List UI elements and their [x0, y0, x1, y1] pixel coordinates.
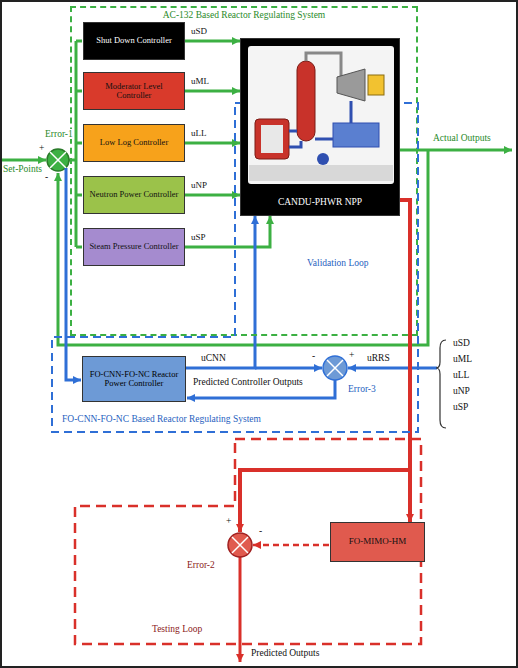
text-holder: -	[311, 351, 316, 361]
model-box: FO-MIMO-HM	[330, 522, 425, 562]
signal-name: uSD	[190, 27, 208, 37]
testing-region: Testing Loop FO-MIMO-HM	[72, 436, 424, 648]
signal-name: uLL	[190, 129, 208, 139]
signal-label: Error-3	[347, 384, 377, 394]
text-holder: uRRS	[366, 353, 391, 363]
signal-name: uML	[190, 77, 210, 87]
text-holder: Error-1	[44, 129, 74, 139]
signal-label: Error-1	[44, 129, 74, 139]
text-holder: Actual Outputs	[432, 133, 492, 143]
box-label: FO-MIMO-HM	[349, 537, 407, 547]
text-holder: uSD	[452, 338, 471, 348]
text-holder: Set-Points	[2, 164, 43, 174]
text-holder: +	[225, 516, 232, 526]
summing-junction	[323, 356, 347, 380]
signal-label: uLL	[452, 370, 470, 380]
summing-junction	[47, 149, 69, 171]
signal-label: Predicted Outputs	[250, 648, 320, 658]
box-label: Low Log Controller	[100, 138, 168, 147]
signal-arrow	[186, 216, 255, 368]
text-holder: uSP	[452, 402, 469, 412]
signal-label: +	[225, 516, 232, 526]
signal-label: uNP	[452, 386, 471, 396]
signal-label: -	[258, 526, 263, 536]
signal-label: +	[348, 350, 355, 360]
controller-box: Shut Down Controller	[83, 22, 185, 60]
plant-label: CANDU-PHWR NPP	[278, 197, 362, 207]
signal-label: uSD	[452, 338, 471, 348]
text-holder: uSP	[190, 233, 207, 243]
box-label: Neutron Power Controller	[90, 190, 179, 199]
text-holder: +	[348, 350, 355, 360]
signal-label: uRRS	[366, 353, 391, 363]
controller-box: Neutron Power Controller	[83, 176, 185, 214]
box-label: Shut Down Controller	[96, 36, 172, 45]
signal-name: uNP	[190, 181, 208, 191]
box-label: Moderator Level Controller	[87, 82, 181, 101]
text-holder: uML	[190, 77, 210, 87]
system-region: AC-132 Based Reactor Regulating SystemSh…	[70, 6, 418, 336]
red-wires	[240, 470, 410, 662]
text-holder: Predicted Controller Outputs	[192, 377, 304, 387]
signal-label: -	[311, 351, 316, 361]
signal-arrow	[400, 200, 410, 522]
signal-label: Actual Outputs	[432, 133, 492, 143]
controller-box: Low Log Controller	[83, 124, 185, 162]
summing-junction	[228, 533, 252, 557]
text-holder: uLL	[452, 370, 470, 380]
plant-box: CANDU-PHWR NPP	[240, 38, 400, 216]
region-label: AC-132 Based Reactor Regulating System	[161, 10, 328, 20]
bracket	[436, 340, 446, 428]
region-label: Validation Loop	[305, 258, 370, 268]
signal-label: Error-2	[186, 560, 216, 570]
signal-label: +	[38, 143, 45, 153]
controller-box: Moderator Level Controller	[83, 72, 185, 110]
signal-name: uSP	[190, 233, 207, 243]
region-label: Testing Loop	[150, 624, 204, 634]
text-holder: Testing Loop	[150, 624, 204, 634]
signal-label: -	[44, 172, 49, 182]
signal-label: Predicted Controller Outputs	[192, 377, 304, 387]
text-holder: -	[44, 172, 49, 182]
signal-label: Set-Points	[2, 164, 43, 174]
text-holder: -	[258, 526, 263, 536]
text-holder: FO-CNN-FO-NC Based Reactor Regulating Sy…	[60, 414, 263, 424]
text-holder: AC-132 Based Reactor Regulating System	[72, 10, 416, 20]
box-label: FO-CNN-FO-NC Reactor Power Controller	[86, 370, 182, 389]
text-holder: uNP	[190, 181, 208, 191]
text-holder: Predicted Outputs	[250, 648, 320, 658]
signal-label: uSP	[452, 402, 469, 412]
plant-illustration	[241, 39, 401, 217]
signal-arrow	[185, 90, 240, 93]
controller-box: FO-CNN-FO-NC Reactor Power Controller	[82, 356, 186, 402]
box-label: Steam Pressure Controller	[89, 242, 178, 251]
controller-box: Steam Pressure Controller	[83, 228, 185, 266]
text-holder: Error-3	[347, 384, 377, 394]
signal-arrow	[185, 142, 240, 145]
signal-arrow	[185, 194, 240, 197]
text-holder: uNP	[452, 386, 471, 396]
signal-arrow	[185, 40, 240, 43]
text-holder: uLL	[190, 129, 208, 139]
text-holder: uSD	[190, 27, 208, 37]
text-holder: +	[38, 143, 45, 153]
signal-arrow	[185, 216, 270, 247]
text-holder: uCNN	[200, 353, 227, 363]
region-label: FO-CNN-FO-NC Based Reactor Regulating Sy…	[60, 414, 263, 424]
text-holder: uML	[452, 354, 473, 364]
signal-label: uCNN	[200, 353, 227, 363]
text-holder: Validation Loop	[305, 258, 370, 268]
signal-label: uML	[452, 354, 473, 364]
text-holder: Error-2	[186, 560, 216, 570]
